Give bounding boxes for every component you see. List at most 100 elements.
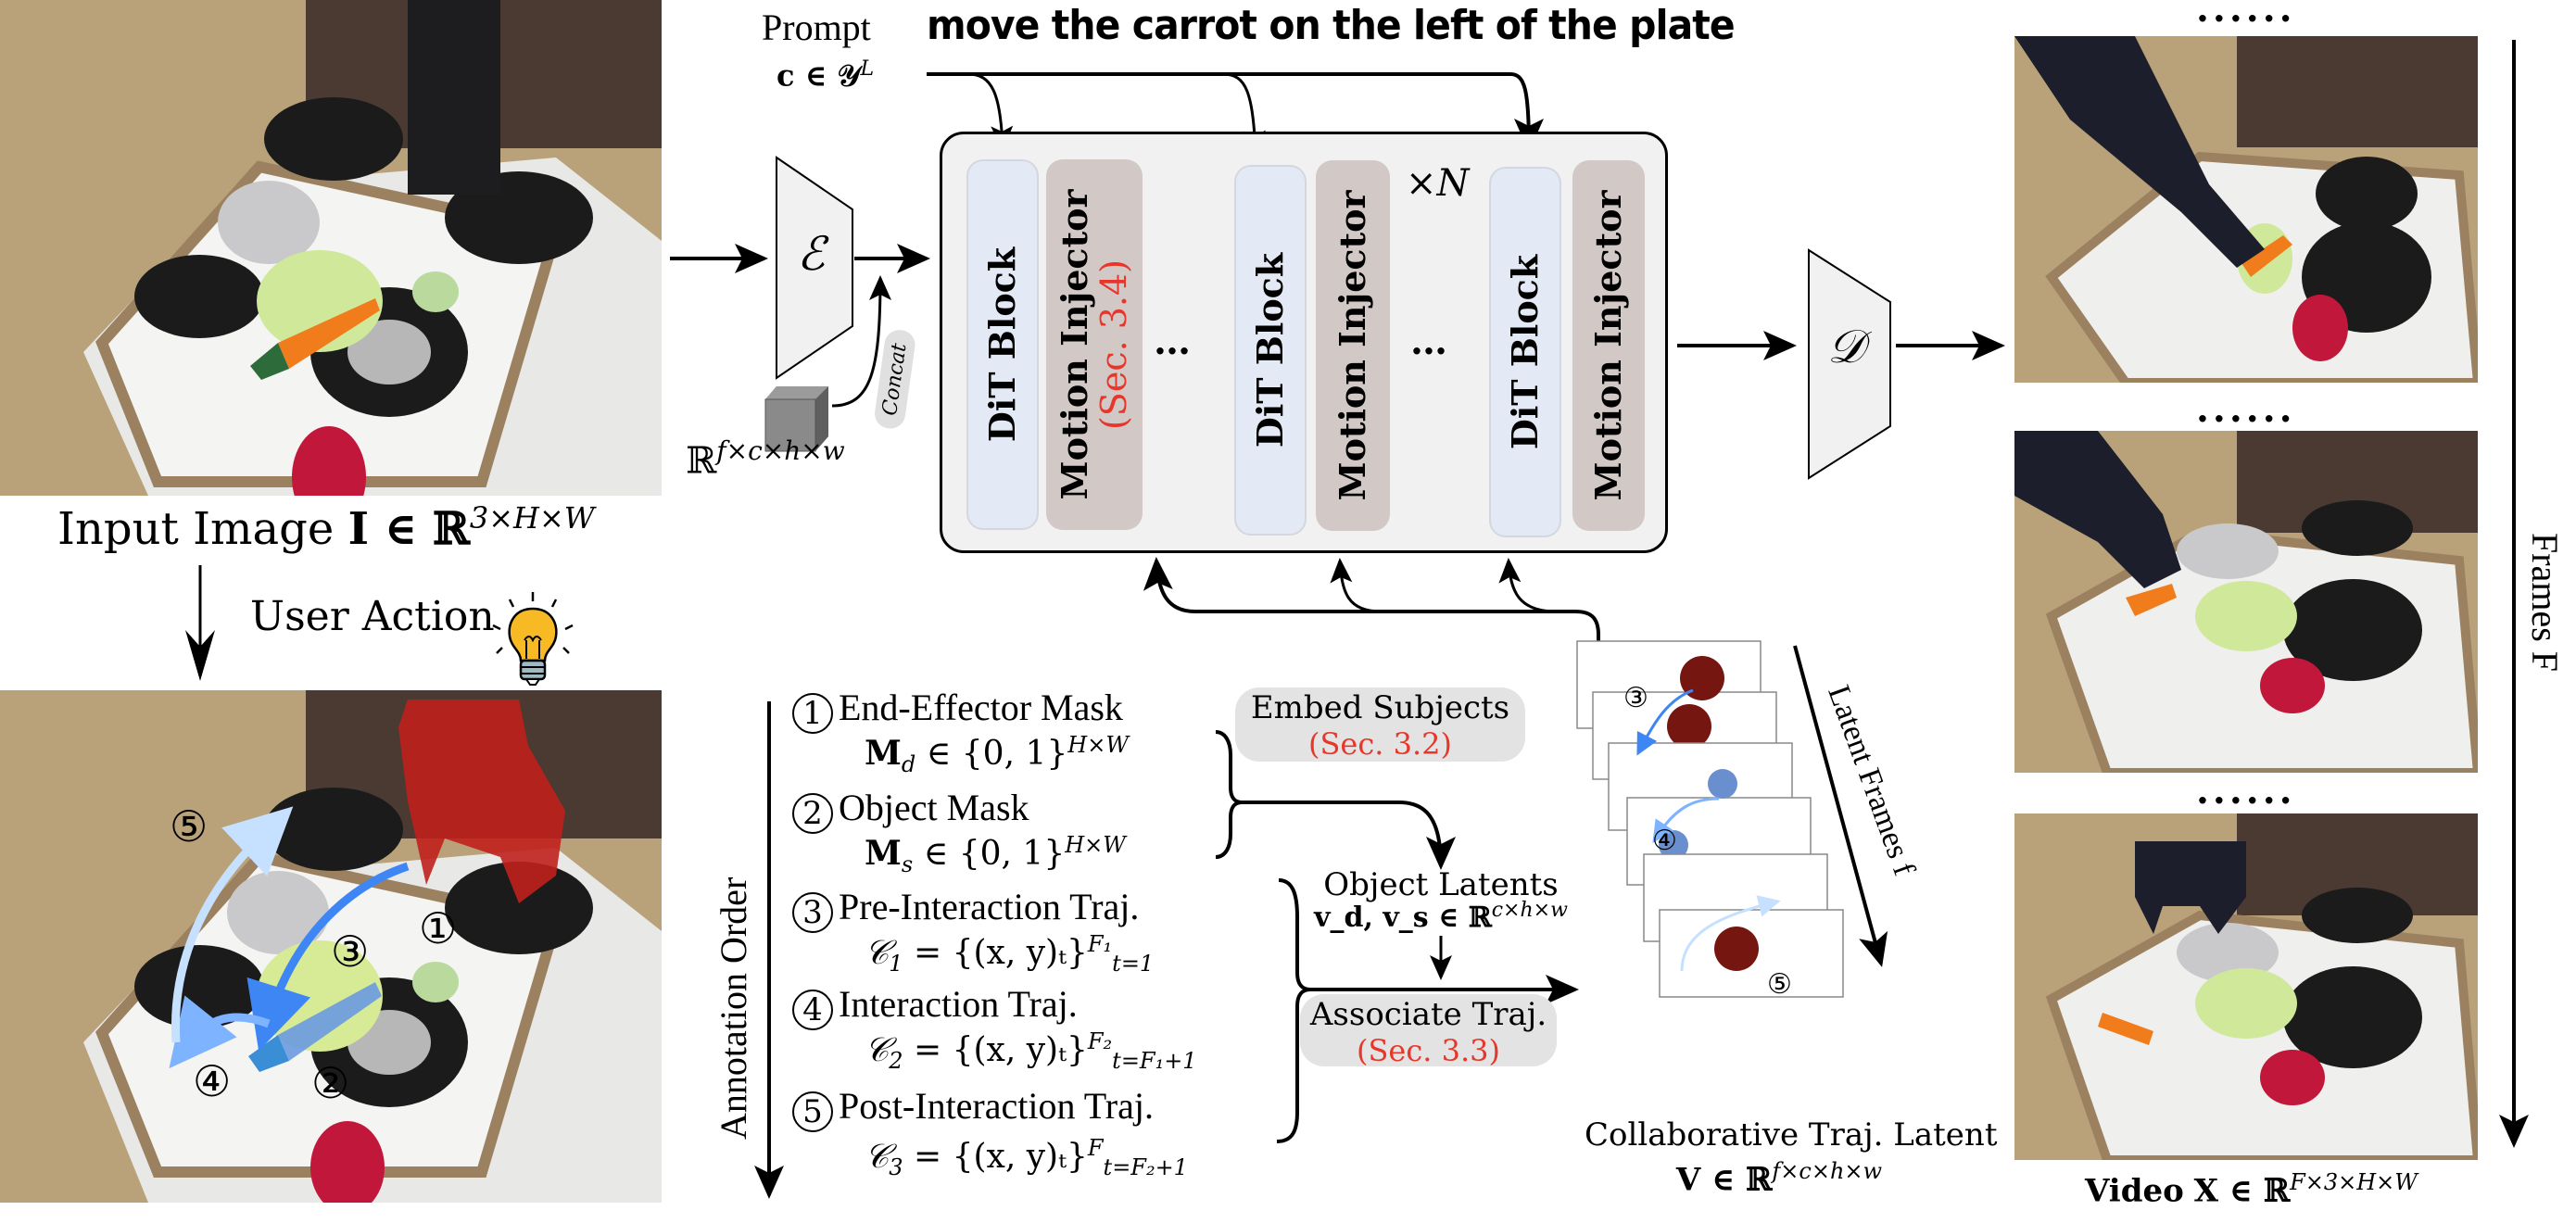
noise-symbol: ℝ — [686, 439, 717, 483]
dit-block-1: DiT Block — [966, 159, 1039, 530]
input-image-text: Input Image — [57, 503, 335, 555]
math-sup: F₁ — [1087, 931, 1113, 957]
frame-separator-2: ...... — [2196, 387, 2296, 431]
latent-marker-3: ③ — [1623, 682, 1648, 714]
math-symbol: 𝒞 — [865, 1138, 890, 1176]
prompt-text: move the carrot on the left of the plate — [927, 2, 1736, 49]
ellipsis-2: … — [1410, 320, 1449, 363]
repeat-label: ×N — [1406, 162, 1470, 205]
video-label: Video X ∈ ℝF×3×H×W — [2085, 1169, 2418, 1209]
trajectory-overlay — [169, 806, 410, 1069]
annotation-math-4: 𝒞2 = {(x, y)ₜ}F₂t=F₁+1 — [865, 1028, 1197, 1074]
embed-subjects-ref: (Sec. 3.2) — [1308, 726, 1452, 762]
dit-block-3-label: DiT Block — [1504, 254, 1546, 450]
annotation-order-label: Annotation Order — [713, 876, 754, 1140]
decoder-symbol: 𝒟 — [1827, 320, 1864, 373]
motion-injector-3-label: Motion Injector — [1587, 190, 1629, 501]
frame-separator-1: ...... — [2196, 0, 2296, 31]
annotation-num-5: 5 — [792, 1091, 833, 1132]
annotation-num-4: 4 — [792, 990, 833, 1030]
dit-block-2: DiT Block — [1234, 165, 1307, 536]
motion-injector-1: Motion Injector (Sec. 3.4) — [1046, 159, 1143, 530]
video-dims: F×3×H×W — [2290, 1169, 2418, 1195]
latent-marker-5: ⑤ — [1767, 968, 1792, 1001]
math-rest: = {(x, y)ₜ} — [903, 934, 1088, 972]
math-sub: d — [901, 751, 916, 778]
associate-traj-box: Associate Traj. (Sec. 3.3) — [1300, 994, 1557, 1068]
motion-injector-ref: (Sec. 3.4) — [1093, 258, 1134, 431]
object-latents-dims: c×h×w — [1491, 899, 1568, 922]
annotation-math-2: Ms ∈ {0, 1}H×W — [865, 832, 1126, 877]
video-label-text: Video — [2085, 1172, 2184, 1210]
math-lower: t=1 — [1112, 951, 1155, 977]
motion-feedback-drop-4 — [1191, 608, 1228, 612]
lightbulb-icon — [492, 592, 574, 686]
dit-backbone: DiT Block Motion Injector (Sec. 3.4) … D… — [940, 132, 1668, 553]
noise-cube-icon — [764, 386, 828, 452]
prompt-symbol-sup: L — [860, 57, 875, 81]
math-lower: t=F₂+1 — [1103, 1154, 1188, 1181]
video-symbol: X ∈ ℝ — [2193, 1172, 2291, 1210]
pre-interaction-trajectory — [246, 862, 410, 1052]
encoder-block — [776, 156, 853, 380]
prompt-symbol: c ∈ 𝒴L — [777, 57, 874, 95]
annotation-math-1: Md ∈ {0, 1}H×W — [865, 732, 1129, 777]
annotation-title-2: Object Mask — [839, 787, 1029, 828]
user-action-label: User Action — [250, 593, 495, 640]
video-frame-1 — [2014, 36, 2478, 383]
math-lower: t=F₁+1 — [1112, 1048, 1197, 1075]
video-frame-2 — [2014, 431, 2478, 773]
input-image-symbol: I ∈ ℝ — [347, 503, 470, 555]
annotation-math-5: 𝒞3 = {(x, y)ₜ}Ft=F₂+1 — [865, 1135, 1188, 1180]
concat-label: Concat — [873, 328, 917, 431]
encoder-symbol: ℰ — [797, 227, 826, 281]
math-symbol: M — [865, 734, 902, 773]
marker-5: ⑤ — [170, 801, 208, 851]
motion-injector-2: Motion Injector — [1316, 160, 1390, 531]
math-sup: F — [1087, 1135, 1104, 1161]
collaborative-latent-dims: f×c×h×w — [1772, 1158, 1883, 1184]
embed-to-latents-arrow — [1242, 801, 1456, 870]
prompt-label: Prompt — [762, 6, 871, 48]
motion-injector-1-label: Motion Injector (Sec. 3.4) — [1054, 190, 1134, 500]
associate-traj-label: Associate Traj. — [1309, 996, 1547, 1033]
annotation-num-3: 3 — [792, 892, 833, 933]
user-action-arrow — [185, 565, 215, 681]
collaborative-latent-math: V ∈ ℝf×c×h×w — [1631, 1158, 1927, 1198]
motion-injector-2-label: Motion Injector — [1332, 190, 1373, 501]
frames-axis-label: Frames F — [2524, 533, 2566, 672]
input-image-label: Input Image I ∈ ℝ3×H×W — [57, 500, 595, 555]
noise-dims-sup: f×c×h×w — [716, 435, 845, 466]
marker-4: ④ — [193, 1056, 232, 1106]
annotation-title-1: End-Effector Mask — [839, 687, 1123, 728]
latent-frame-stack — [1576, 640, 1844, 998]
annotation-num-1: 1 — [792, 693, 833, 734]
frame-separator-3: ...... — [2196, 769, 2296, 813]
prompt-symbol-text: c ∈ 𝒴 — [777, 57, 861, 94]
embed-subjects-box: Embed Subjects (Sec. 3.2) — [1235, 687, 1525, 762]
math-rest: = {(x, y)ₜ} — [903, 1031, 1088, 1069]
math-rest: ∈ {0, 1} — [915, 735, 1068, 773]
math-sub: s — [901, 851, 914, 878]
noise-dims: ℝf×c×h×w — [686, 435, 845, 482]
annotation-math-3: 𝒞1 = {(x, y)ₜ}F₁t=1 — [865, 931, 1154, 977]
math-symbol: 𝒞 — [865, 1031, 890, 1069]
collaborative-latent-caption: Collaborative Traj. Latent — [1585, 1116, 1998, 1154]
object-latents-math: v_d, v_s ∈ ℝc×h×w — [1307, 899, 1575, 934]
annotation-title-4: Interaction Traj. — [839, 983, 1078, 1025]
latent-marker-4: ④ — [1652, 825, 1677, 857]
math-symbol: 𝒞 — [865, 934, 890, 972]
motion-feedback-drop-2 — [1498, 558, 1558, 613]
marker-1: ① — [419, 903, 458, 953]
embed-subjects-label: Embed Subjects — [1250, 689, 1510, 726]
object-latents-symbol: v_d, v_s ∈ ℝ — [1314, 901, 1492, 934]
math-rest: ∈ {0, 1} — [913, 835, 1066, 873]
input-image — [0, 0, 662, 496]
math-sup: H×W — [1065, 832, 1126, 858]
math-rest: = {(x, y)ₜ} — [903, 1138, 1088, 1176]
